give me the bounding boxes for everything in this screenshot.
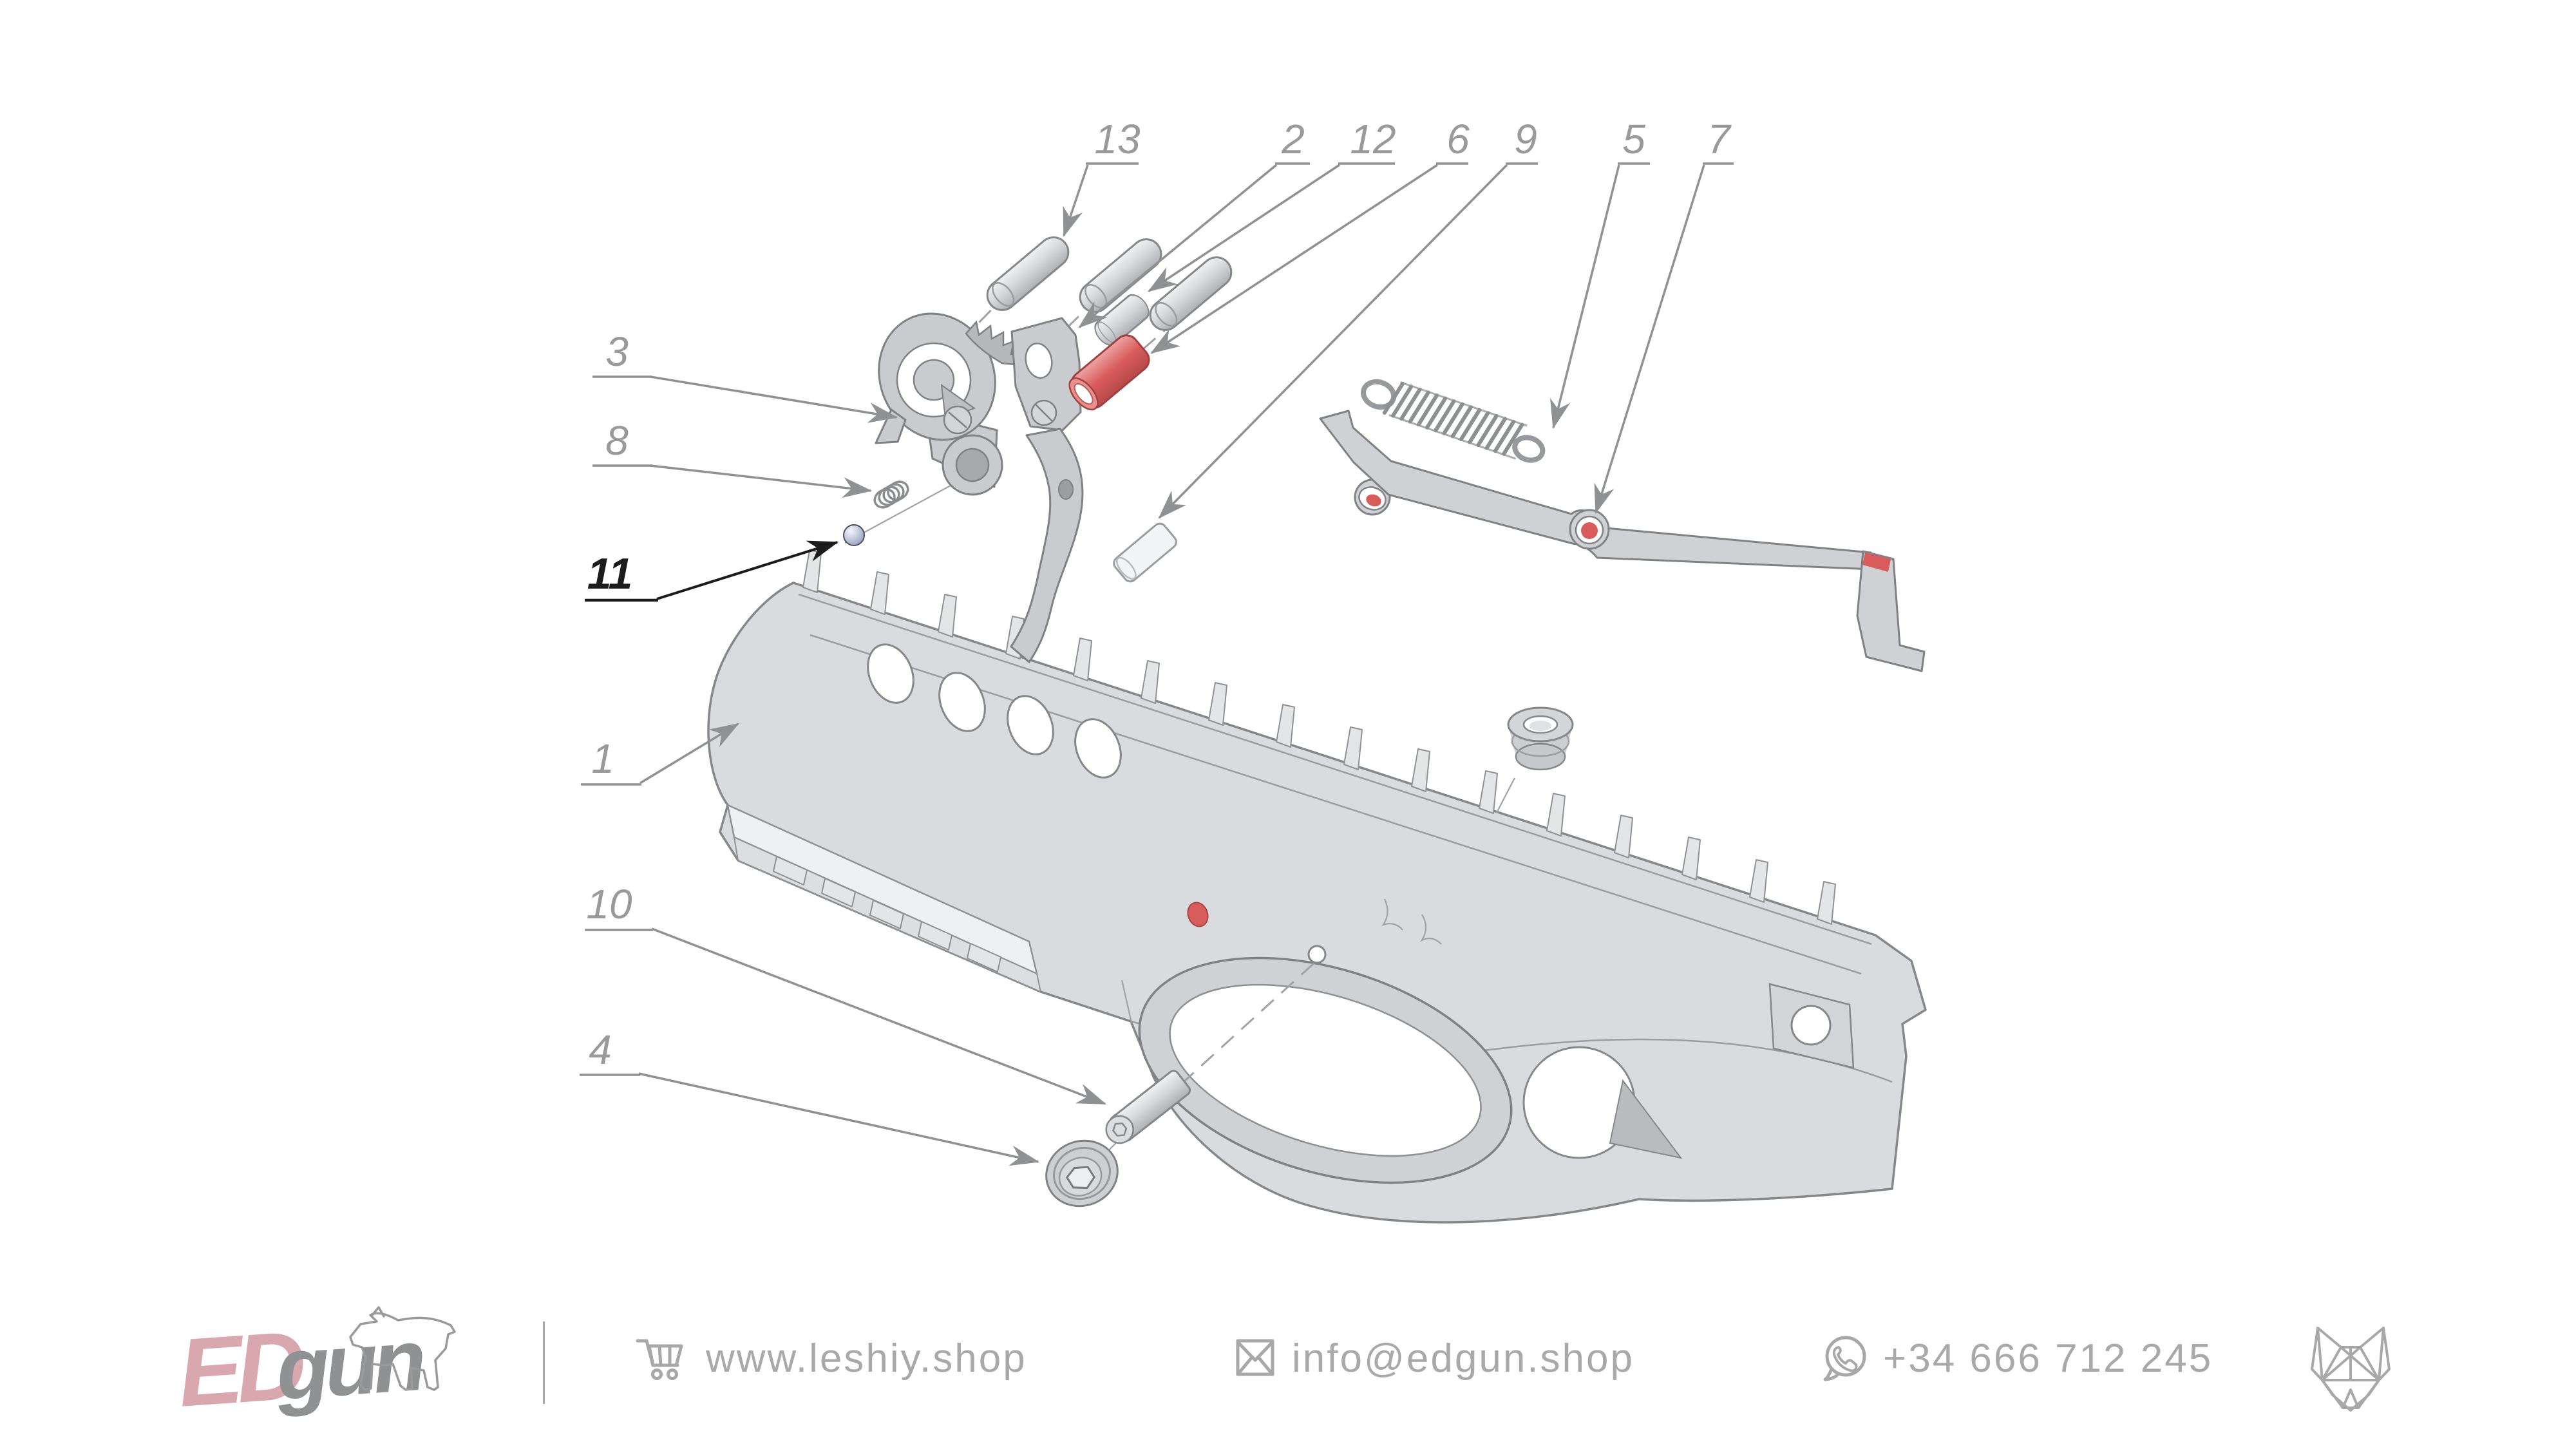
trigger-guard-opening	[1169, 983, 1482, 1157]
part-ball-bearing	[843, 524, 865, 546]
callouts: 13 2 12 6 9 5 7 3 8 11 1 10	[580, 116, 1734, 1166]
sear-teeth	[965, 320, 1022, 366]
callout-6: 6	[1446, 116, 1470, 162]
part-cross-pin	[1105, 1070, 1191, 1144]
envelope-icon	[1236, 1339, 1274, 1376]
callout-13: 13	[1094, 116, 1141, 162]
part-red-bushing	[1068, 334, 1150, 411]
callout-11: 11	[587, 549, 633, 598]
website-link[interactable]: www.leshiy.shop	[705, 1336, 1027, 1381]
part-trigger	[1010, 317, 1084, 663]
rail-slots	[773, 856, 1001, 972]
callout-7: 7	[1707, 116, 1732, 162]
callout-5: 5	[1622, 116, 1645, 162]
part-grip-screw	[1045, 1139, 1119, 1208]
callout-4: 4	[589, 1027, 612, 1073]
grip-brace	[1609, 1079, 1683, 1159]
part-pin-13	[980, 230, 1075, 317]
part-sear	[875, 312, 1022, 496]
callout-10: 10	[586, 881, 632, 927]
receiver-ribs	[802, 549, 1836, 925]
callout-8: 8	[605, 417, 629, 464]
callout-2: 2	[1281, 116, 1305, 162]
email-link[interactable]: info@edgun.shop	[1292, 1336, 1634, 1381]
brand-logo: ED gun	[175, 1311, 426, 1427]
callout-9: 9	[1514, 116, 1537, 162]
phone-link[interactable]: +34 666 712 245	[1883, 1336, 2213, 1381]
footer: ED gun www.leshiy.shop info@edgun.shop	[175, 1306, 2391, 1427]
part-detent-spring	[873, 480, 909, 509]
receiver-lightening-holes	[867, 643, 1122, 779]
part-grommet	[1507, 706, 1574, 771]
footer-divider	[543, 1321, 545, 1404]
rear-block-hole	[1790, 1005, 1832, 1046]
part-extension-spring	[1361, 379, 1546, 463]
part-receiver-body	[707, 549, 1927, 1224]
part-spacer-9	[1113, 522, 1177, 583]
callout-3: 3	[605, 328, 629, 375]
part-trigger-bar	[1319, 410, 1926, 672]
cart-icon	[636, 1339, 683, 1380]
fox-logo-icon	[2311, 1327, 2391, 1412]
pin-hole	[1307, 945, 1327, 964]
brand-ed: ED	[175, 1311, 307, 1427]
red-marker-dot	[1187, 902, 1209, 927]
trigger-bar-red-pad	[1862, 553, 1891, 572]
dog-logo-icon	[349, 1306, 456, 1391]
callout-12: 12	[1350, 116, 1396, 162]
whatsapp-icon	[1823, 1336, 1866, 1381]
brand-gun: gun	[272, 1311, 426, 1419]
callout-1: 1	[591, 735, 614, 782]
